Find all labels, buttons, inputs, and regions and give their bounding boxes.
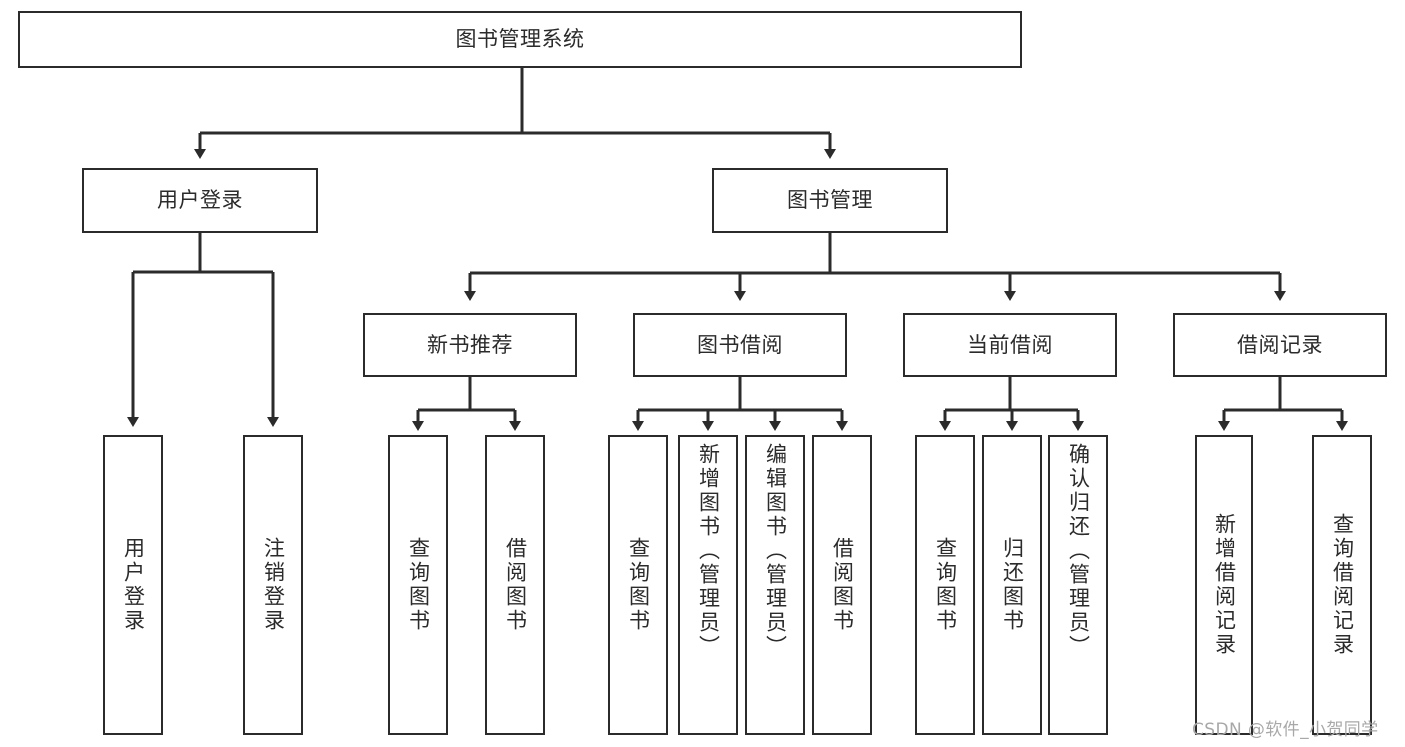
node-label: 新增图书（管理员） (696, 443, 721, 659)
node-label: 确认归还（管理员） (1066, 443, 1091, 659)
node-label: 图书借阅 (697, 332, 783, 357)
node-leaf-query-book-borrow[interactable]: 查询图书 (608, 435, 668, 735)
node-label: 借阅图书 (830, 537, 855, 633)
node-label: 图书管理 (787, 188, 873, 213)
node-leaf-confirm-return-admin[interactable]: 确认归还（管理员） (1048, 435, 1108, 735)
node-label: 注销登录 (261, 537, 286, 633)
node-leaf-return-book[interactable]: 归还图书 (982, 435, 1042, 735)
node-leaf-logout[interactable]: 注销登录 (243, 435, 303, 735)
node-label: 查询图书 (626, 537, 651, 633)
node-leaf-edit-book-admin[interactable]: 编辑图书（管理员） (745, 435, 805, 735)
node-leaf-user-login[interactable]: 用户登录 (103, 435, 163, 735)
node-book-management[interactable]: 图书管理 (712, 168, 948, 233)
node-borrow-record[interactable]: 借阅记录 (1173, 313, 1387, 377)
node-label: 用户登录 (121, 537, 146, 633)
node-leaf-add-book-admin[interactable]: 新增图书（管理员） (678, 435, 738, 735)
node-label: 查询借阅记录 (1330, 513, 1355, 657)
watermark-text: CSDN @软件_小贺同学 (1192, 720, 1379, 740)
node-label: 借阅记录 (1237, 332, 1323, 357)
node-label: 编辑图书（管理员） (763, 443, 788, 659)
node-leaf-add-borrow-record[interactable]: 新增借阅记录 (1195, 435, 1253, 735)
node-label: 用户登录 (157, 188, 243, 213)
node-label: 新书推荐 (427, 332, 513, 357)
node-leaf-query-book-current[interactable]: 查询图书 (915, 435, 975, 735)
node-root-book-management-system[interactable]: 图书管理系统 (18, 11, 1022, 68)
node-label: 图书管理系统 (455, 27, 585, 52)
node-label: 归还图书 (1000, 537, 1025, 633)
node-current-borrow[interactable]: 当前借阅 (903, 313, 1117, 377)
node-label: 当前借阅 (967, 332, 1053, 357)
node-label: 查询图书 (406, 537, 431, 633)
node-leaf-query-borrow-record[interactable]: 查询借阅记录 (1312, 435, 1372, 735)
node-book-borrow[interactable]: 图书借阅 (633, 313, 847, 377)
node-leaf-borrow-book-recommend[interactable]: 借阅图书 (485, 435, 545, 735)
node-leaf-query-book-recommend[interactable]: 查询图书 (388, 435, 448, 735)
node-label: 新增借阅记录 (1212, 513, 1237, 657)
node-new-book-recommend[interactable]: 新书推荐 (363, 313, 577, 377)
node-label: 查询图书 (933, 537, 958, 633)
node-label: 借阅图书 (503, 537, 528, 633)
node-user-login[interactable]: 用户登录 (82, 168, 318, 233)
node-leaf-borrow-book[interactable]: 借阅图书 (812, 435, 872, 735)
csdn-watermark: CSDN @软件_小贺同学 (1192, 715, 1379, 740)
